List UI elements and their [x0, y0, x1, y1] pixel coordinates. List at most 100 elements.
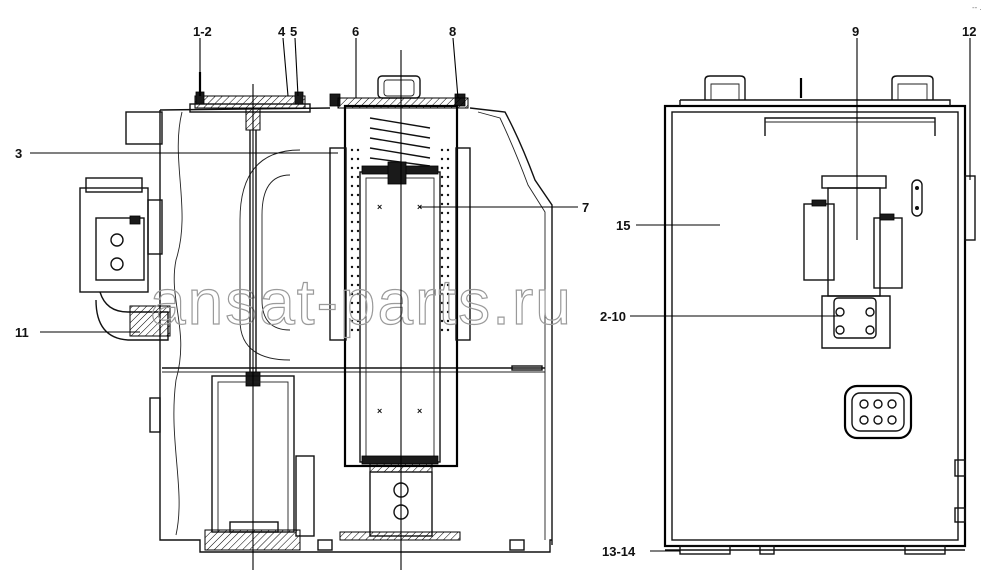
perforation-dot [350, 148, 354, 152]
perforation-dot [350, 193, 354, 197]
perforation-dot [446, 328, 450, 332]
perforation-dot [350, 202, 354, 206]
callout-11: 11 [15, 325, 29, 340]
perforation-dot [440, 310, 444, 314]
callout-2-10: 2-10 [600, 309, 626, 324]
perforation-dot [356, 292, 360, 296]
perforation-dot [440, 229, 444, 233]
perforation-dot [446, 202, 450, 206]
perforation-dot [446, 211, 450, 215]
perforation-dot [440, 319, 444, 323]
watermark: ansat-parts.ru [150, 266, 573, 338]
perforation-dot [440, 193, 444, 197]
perforation-dot [356, 256, 360, 260]
callout-7: 7 [582, 200, 589, 215]
perforation-dot [446, 220, 450, 224]
perforation-dot [356, 283, 360, 287]
perforation-dot [440, 211, 444, 215]
perforation-dot [440, 265, 444, 269]
corner-mark: -- . [972, 3, 982, 12]
leader-lines [30, 37, 971, 570]
perforation-dot [350, 274, 354, 278]
perforation-dot [356, 265, 360, 269]
right-front-view [663, 75, 976, 555]
perforation-dot [440, 157, 444, 161]
perforation-dot [350, 175, 354, 179]
callout-6: 6 [352, 24, 359, 39]
perforation-dot [440, 220, 444, 224]
rivet-mark: × [417, 406, 422, 416]
perforation-dot [446, 310, 450, 314]
perforation-dot [446, 175, 450, 179]
perforation-dot [350, 220, 354, 224]
perforation-dot [440, 256, 444, 260]
perforation-dot [350, 292, 354, 296]
perforation-dot [440, 238, 444, 242]
perforation-dot [356, 238, 360, 242]
perforation-dot [350, 283, 354, 287]
perforation-dot [446, 274, 450, 278]
perforation-dot [356, 193, 360, 197]
perforation-dot [446, 229, 450, 233]
perforation-dot [446, 193, 450, 197]
perforation-dot [446, 184, 450, 188]
perforation-dot [446, 157, 450, 161]
callout-13-14: 13-14 [602, 544, 636, 559]
perforation-dot [356, 175, 360, 179]
perforation-dot [350, 328, 354, 332]
perforation-dot [440, 283, 444, 287]
callout-9: 9 [852, 24, 859, 39]
perforation-dot [440, 274, 444, 278]
perforation-dot [356, 211, 360, 215]
perforation-dot [356, 301, 360, 305]
perforation-dot [446, 301, 450, 305]
callout-12: 12 [962, 24, 976, 39]
perforation-dot [440, 328, 444, 332]
perforation-dot [350, 184, 354, 188]
perforation-dot [440, 292, 444, 296]
rivet-mark: × [377, 406, 382, 416]
perforation-dot [440, 184, 444, 188]
perforation-dot [356, 202, 360, 206]
callout-15: 15 [616, 218, 630, 233]
perforation-dot [446, 319, 450, 323]
perforation-dot [446, 256, 450, 260]
perforation-dot [356, 229, 360, 233]
perforation-dot [356, 310, 360, 314]
perforation-dot [356, 274, 360, 278]
callout-labels: 1-2 4 5 6 8 3 7 11 9 12 15 2-10 13-14 --… [15, 3, 982, 559]
perforation-dot [446, 283, 450, 287]
perforation-dot [356, 220, 360, 224]
perforation-dot [350, 265, 354, 269]
perforation-dot [356, 157, 360, 161]
rivet-mark: × [417, 202, 422, 212]
perforation-dot [440, 148, 444, 152]
perforation-dot [446, 247, 450, 251]
rivet-mark: × [377, 202, 382, 212]
perforation-dot [350, 166, 354, 170]
perforation-dot [350, 319, 354, 323]
perforation-dot [440, 166, 444, 170]
perforations: × × × × [350, 148, 450, 416]
perforation-dot [440, 175, 444, 179]
perforation-dot [350, 157, 354, 161]
callout-1-2: 1-2 [193, 24, 212, 39]
callout-8: 8 [449, 24, 456, 39]
perforation-dot [350, 211, 354, 215]
callout-3: 3 [15, 146, 22, 161]
perforation-dot [350, 229, 354, 233]
callout-5: 5 [290, 24, 297, 39]
perforation-dot [350, 247, 354, 251]
perforation-dot [350, 256, 354, 260]
perforation-dot [356, 247, 360, 251]
perforation-dot [446, 238, 450, 242]
perforation-dot [446, 148, 450, 152]
perforation-dot [446, 292, 450, 296]
perforation-dot [440, 202, 444, 206]
perforation-dot [356, 184, 360, 188]
perforation-dot [446, 166, 450, 170]
perforation-dot [350, 301, 354, 305]
perforation-dot [350, 310, 354, 314]
perforation-dot [440, 301, 444, 305]
perforation-dot [446, 265, 450, 269]
